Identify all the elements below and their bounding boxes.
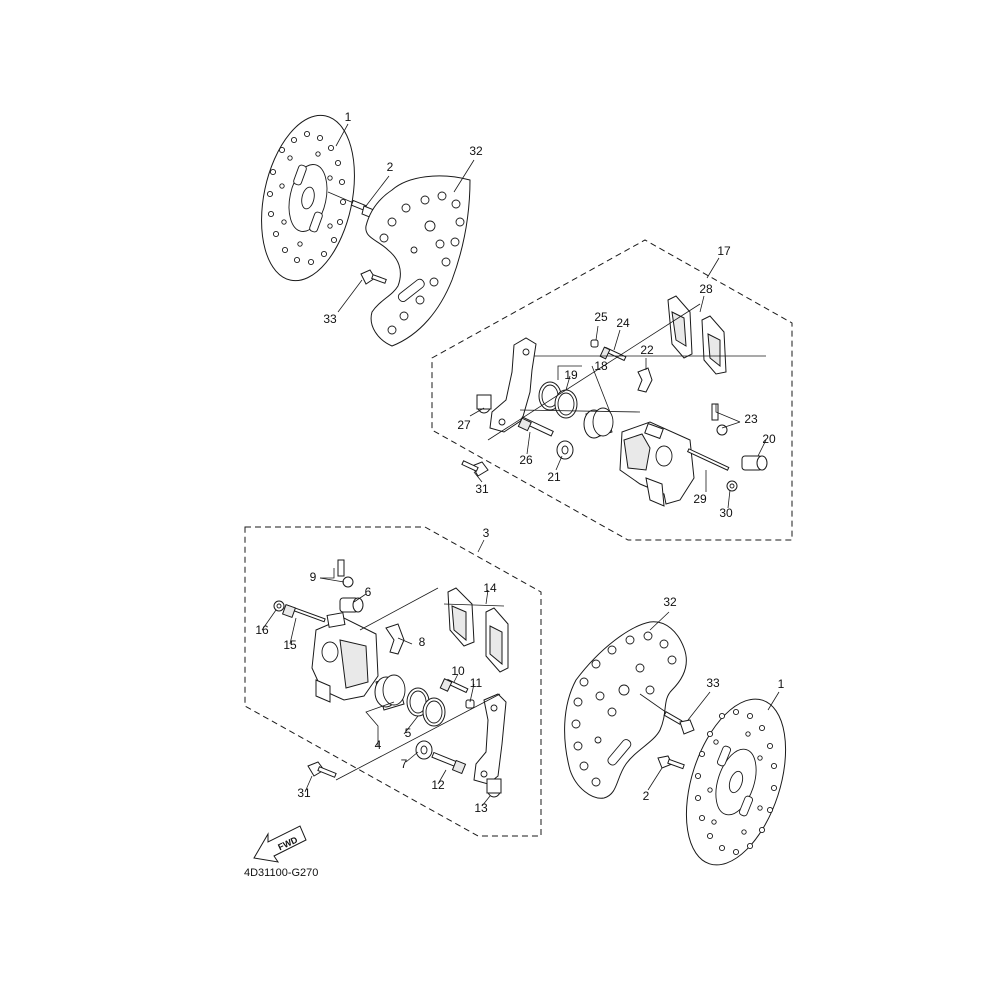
brake-pads-14 bbox=[447, 587, 509, 673]
piston-seals-5 bbox=[406, 687, 446, 727]
bleed-screw-23 bbox=[711, 403, 728, 436]
forward-direction-arrow: FWD bbox=[253, 825, 307, 863]
callout-22: 22 bbox=[640, 343, 654, 357]
caliper-bracket-upper bbox=[489, 337, 537, 433]
callout-31-upper: 31 bbox=[475, 482, 489, 496]
callout-20: 20 bbox=[762, 432, 776, 446]
caliper-bracket-lower bbox=[473, 693, 507, 785]
leaders-3 bbox=[261, 539, 505, 807]
callout-9: 9 bbox=[310, 570, 317, 584]
callout-19: 19 bbox=[564, 368, 578, 382]
piston-4 bbox=[374, 674, 406, 711]
diagram-code: 4D31100-G270 bbox=[244, 867, 318, 879]
cap-20 bbox=[741, 455, 768, 471]
cap-25 bbox=[590, 339, 599, 348]
cap-6 bbox=[339, 597, 364, 613]
callout-6: 6 bbox=[365, 585, 372, 599]
callout-26: 26 bbox=[519, 453, 533, 467]
bolt-31-upper bbox=[461, 460, 489, 477]
disc-bolt-top bbox=[327, 191, 375, 219]
callout-32-top: 32 bbox=[469, 144, 483, 158]
callout-10: 10 bbox=[451, 664, 465, 678]
callout-33-bottom: 33 bbox=[706, 676, 720, 690]
caliper-body-lower bbox=[311, 612, 379, 703]
brake-disc-top bbox=[261, 114, 355, 282]
callout-16: 16 bbox=[255, 623, 269, 637]
bolt-31-lower bbox=[307, 761, 337, 778]
cover-bolt-top bbox=[360, 269, 387, 285]
callout-1-bottom: 1 bbox=[778, 677, 785, 691]
callout-18: 18 bbox=[594, 359, 608, 373]
pin-29 bbox=[686, 448, 730, 471]
assembly-17-outline bbox=[431, 239, 793, 541]
cap-11 bbox=[465, 699, 475, 709]
boot-7 bbox=[415, 740, 433, 760]
callout-14: 14 bbox=[483, 581, 497, 595]
callout-17: 17 bbox=[717, 244, 731, 258]
callout-1-top: 1 bbox=[345, 110, 352, 124]
slide-pin-26 bbox=[517, 416, 554, 437]
spacer-27 bbox=[476, 394, 492, 414]
callout-31-lower: 31 bbox=[297, 786, 311, 800]
callout-11: 11 bbox=[470, 676, 483, 690]
callout-32-bottom: 32 bbox=[663, 595, 677, 609]
callout-21: 21 bbox=[547, 470, 561, 484]
spacer-13 bbox=[486, 778, 502, 798]
callout-25: 25 bbox=[594, 310, 608, 324]
cover-bolt-bottom bbox=[639, 693, 695, 735]
slide-pin-12 bbox=[431, 751, 467, 775]
disc-cover-top bbox=[365, 175, 471, 347]
callout-28: 28 bbox=[699, 282, 713, 296]
callout-3: 3 bbox=[483, 526, 490, 540]
callout-33-top: 33 bbox=[323, 312, 337, 326]
pad-spring-22 bbox=[637, 367, 653, 393]
pin-15 bbox=[281, 603, 326, 623]
disc-cover-bottom bbox=[564, 621, 687, 799]
callout-24: 24 bbox=[616, 316, 630, 330]
callout-8: 8 bbox=[419, 635, 426, 649]
spring-30 bbox=[726, 480, 738, 492]
assembly-3-outline bbox=[244, 526, 542, 837]
callout-labels: 1 2 32 33 17 28 25 24 22 18 19 27 26 21 … bbox=[255, 110, 784, 815]
callout-2-bottom: 2 bbox=[643, 789, 650, 803]
callout-13: 13 bbox=[474, 801, 488, 815]
brake-disc-bottom bbox=[685, 698, 787, 866]
pin-10 bbox=[439, 678, 469, 694]
callout-7: 7 bbox=[401, 757, 408, 771]
callout-27: 27 bbox=[457, 418, 471, 432]
piston-18 bbox=[583, 407, 614, 439]
callout-12: 12 bbox=[431, 778, 445, 792]
callout-2-top: 2 bbox=[387, 160, 394, 174]
brake-pads-28 bbox=[667, 295, 727, 375]
callout-4: 4 bbox=[375, 738, 382, 752]
piston-seals-19 bbox=[538, 381, 578, 419]
leaders-17 bbox=[469, 257, 767, 509]
spring-16 bbox=[273, 600, 285, 612]
callout-15: 15 bbox=[283, 638, 297, 652]
callout-30: 30 bbox=[719, 506, 733, 520]
callout-23: 23 bbox=[744, 412, 758, 426]
leaders-discs bbox=[335, 123, 780, 791]
bleed-screw-9 bbox=[337, 559, 354, 588]
callout-5: 5 bbox=[405, 726, 412, 740]
caliper-body-upper bbox=[619, 421, 695, 507]
boot-21 bbox=[556, 440, 574, 460]
callout-29: 29 bbox=[693, 492, 707, 506]
pad-spring-8 bbox=[385, 623, 405, 655]
disc-bolt-bottom bbox=[657, 755, 685, 770]
